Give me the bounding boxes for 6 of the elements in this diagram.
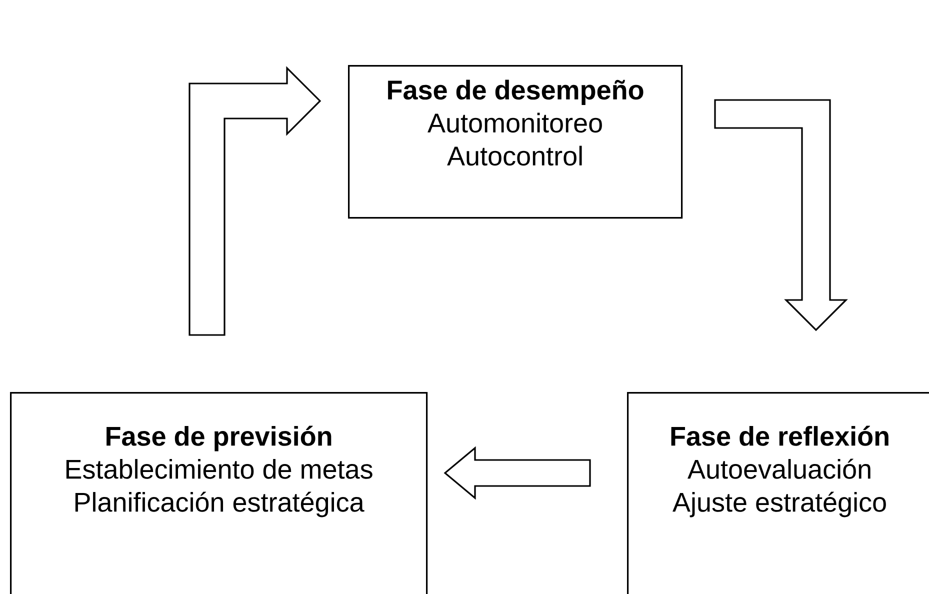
phase-box: Fase de reflexión Autoevaluación Ajuste estratégico (627, 392, 929, 594)
phase-box: Fase de desempeño Automonitoreo Autocontrol (348, 65, 683, 219)
block-arrow (444, 446, 591, 500)
block-arrow (188, 66, 322, 336)
block-arrow (714, 99, 848, 332)
phase-box: Fase de previsión Establecimiento de metas Planificación estratégica (10, 392, 428, 594)
